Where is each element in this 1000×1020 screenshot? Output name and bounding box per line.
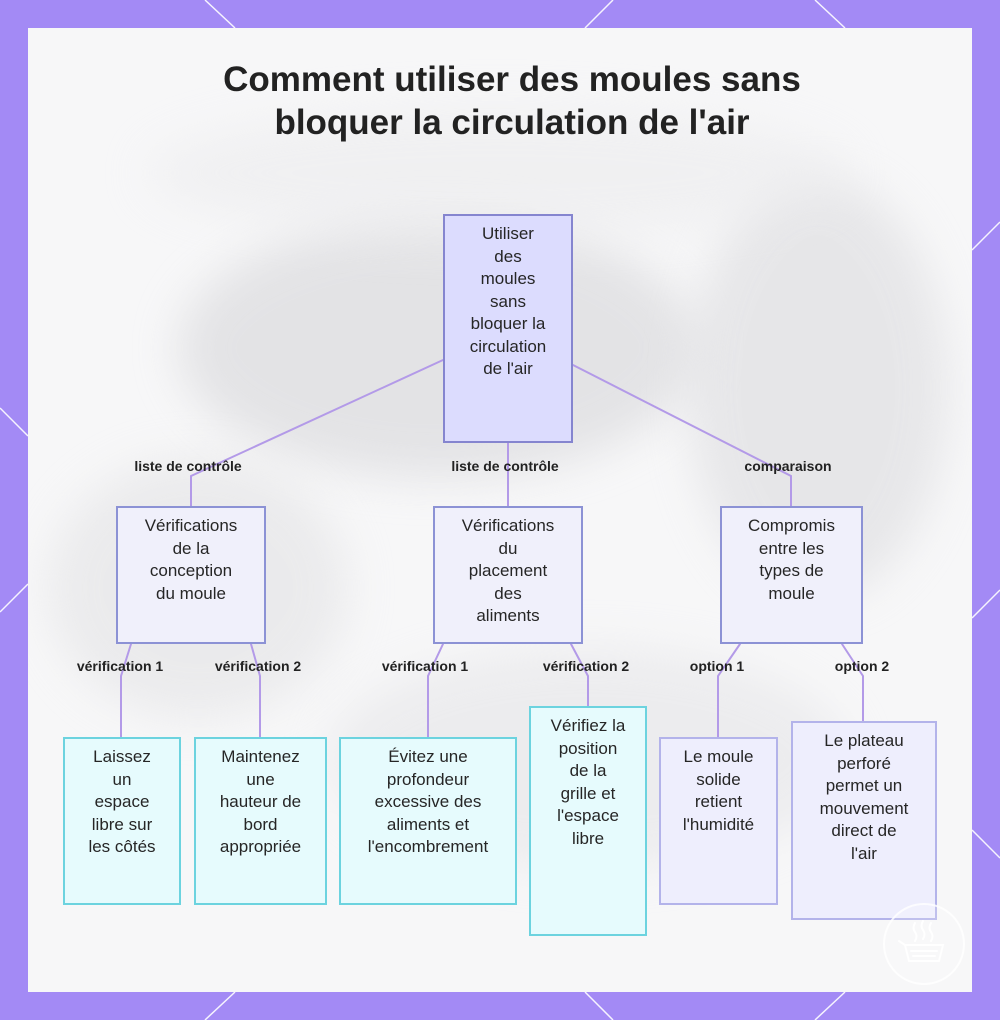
node-plateau-line-5: direct de — [831, 821, 897, 840]
diagram-title: Comment utiliser des moules sans bloquer… — [40, 58, 984, 144]
node-plateau-line-6: l'air — [851, 843, 877, 863]
node-root-line-3: moules — [480, 269, 536, 288]
node-placement-line-1: Vérifications — [461, 516, 555, 535]
node-placement-line-4: des — [494, 583, 522, 603]
node-espace-line-5: les côtés — [88, 837, 156, 856]
node-hauteur: Maintenez une hauteur de bord appropriée — [194, 737, 327, 905]
node-hauteur-line-1: Maintenez — [221, 747, 300, 766]
node-humidite: Le moule solide retient l'humidité — [659, 737, 778, 905]
edge-label-root-placement: liste de contrôle — [451, 458, 559, 474]
node-grille: Vérifiez la position de la grille et l'e… — [529, 706, 647, 936]
node-placement-line-2: du — [498, 538, 518, 558]
node-compromis-line-2: entre les — [758, 538, 825, 558]
node-espace-line-1: Laissez — [93, 747, 151, 766]
node-profondeur-line-3: excessive des — [374, 792, 482, 811]
edge-label-placement-profondeur: vérification 1 — [381, 658, 469, 674]
node-hauteur-line-4: bord — [243, 814, 278, 834]
edge-compromis-humidite — [717, 643, 741, 738]
edge-label-compromis-humidite: option 1 — [689, 658, 745, 674]
node-grille-line-1: Vérifiez la — [550, 716, 626, 735]
node-root-line-7: de l'air — [483, 359, 533, 378]
node-conception: Vérifications de la conception du moule — [116, 506, 266, 644]
node-humidite-line-3: retient — [694, 792, 743, 811]
node-hauteur-line-2: une — [246, 769, 275, 789]
edge-placement-grille — [570, 643, 589, 707]
edge-conception-hauteur — [250, 643, 261, 738]
air-fryer-basket-icon — [883, 903, 965, 985]
node-espace: Laissez un espace libre sur les côtés — [63, 737, 181, 905]
node-root-line-4: sans — [490, 291, 526, 311]
node-compromis-line-4: moule — [768, 583, 815, 603]
node-plateau-line-4: mouvement — [819, 798, 909, 818]
node-grille-line-3: de la — [569, 761, 607, 780]
title-line-1: Comment utiliser des moules sans — [223, 60, 801, 99]
node-plateau-line-3: permet un — [825, 776, 903, 795]
node-root-line-6: circulation — [469, 336, 547, 356]
node-root: Utiliser des moules sans bloquer la circ… — [443, 214, 573, 443]
node-profondeur-line-2: profondeur — [386, 769, 470, 789]
node-humidite-line-2: solide — [696, 769, 741, 789]
node-compromis: Compromis entre les types de moule — [720, 506, 863, 644]
edge-label-root-conception: liste de contrôle — [134, 458, 242, 474]
node-humidite-line-1: Le moule — [683, 747, 754, 766]
node-placement: Vérifications du placement des aliments — [433, 506, 583, 644]
node-compromis-line-1: Compromis — [748, 516, 835, 535]
node-conception-line-2: de la — [172, 538, 210, 558]
node-profondeur-line-5: l'encombrement — [367, 837, 489, 856]
node-conception-line-3: conception — [149, 561, 233, 580]
edge-label-conception-hauteur: vérification 2 — [214, 658, 302, 674]
node-plateau-line-1: Le plateau — [824, 731, 904, 750]
edge-label-compromis-plateau: option 2 — [834, 658, 890, 674]
node-compromis-line-3: types de — [759, 561, 824, 580]
node-grille-line-6: libre — [571, 828, 605, 848]
node-profondeur: Évitez une profondeur excessive des alim… — [339, 737, 517, 905]
node-placement-line-3: placement — [468, 561, 548, 580]
edge-placement-profondeur — [427, 643, 444, 738]
node-conception-line-4: du moule — [156, 583, 226, 603]
title-line-2: bloquer la circulation de l'air — [274, 103, 750, 142]
node-profondeur-line-4: aliments et — [386, 814, 470, 834]
node-plateau: Le plateau perforé permet un mouvement d… — [791, 721, 937, 920]
edge-root-compromis — [572, 364, 792, 507]
node-humidite-line-4: l'humidité — [682, 814, 755, 834]
node-grille-line-2: position — [558, 738, 618, 758]
node-conception-line-1: Vérifications — [144, 516, 238, 535]
node-root-line-1: Utiliser — [482, 224, 534, 243]
node-hauteur-line-5: appropriée — [219, 837, 302, 856]
node-root-line-2: des — [494, 246, 522, 266]
node-plateau-line-2: perforé — [837, 753, 891, 773]
edge-root-conception — [190, 359, 444, 507]
node-hauteur-line-3: hauteur de — [219, 792, 302, 811]
node-grille-line-5: l'espace — [557, 806, 619, 825]
node-root-line-5: bloquer la — [470, 314, 546, 333]
node-espace-line-2: un — [112, 769, 132, 789]
node-espace-line-4: libre sur — [91, 814, 153, 834]
edge-label-placement-grille: vérification 2 — [542, 658, 630, 674]
edge-compromis-plateau — [841, 643, 864, 722]
edge-label-conception-espace: vérification 1 — [76, 658, 164, 674]
node-profondeur-line-1: Évitez une — [388, 747, 468, 766]
node-grille-line-4: grille et — [560, 783, 616, 803]
node-placement-line-5: aliments — [476, 606, 540, 625]
edge-label-root-compromis: comparaison — [744, 458, 832, 474]
edge-conception-espace — [120, 643, 132, 738]
node-espace-line-3: espace — [94, 792, 150, 811]
